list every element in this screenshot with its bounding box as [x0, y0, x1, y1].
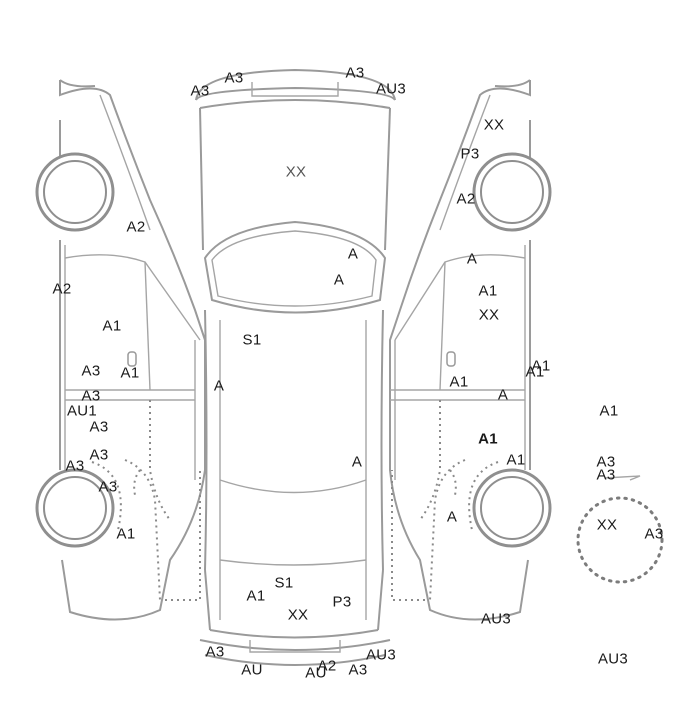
damage-code-left-au1: AU1	[66, 402, 98, 420]
damage-code-roof-xx: XX	[285, 163, 307, 181]
damage-code-body-a-left: A	[213, 377, 225, 395]
damage-code-left-a3-4: A3	[89, 446, 109, 464]
damage-code-left-a3-2: A3	[81, 387, 101, 405]
damage-code-bottom-a3-2: A3	[348, 661, 368, 679]
damage-code-right-a1-low: A1	[506, 451, 526, 469]
damage-code-right-xx-door: XX	[478, 306, 500, 324]
damage-code-bottom-au-2: AU	[305, 664, 327, 682]
damage-code-right-a-mid: A	[497, 386, 509, 404]
damage-code-windshield-a-2: A	[333, 271, 345, 289]
damage-code-bottom-a2: A2	[317, 657, 337, 675]
right-side-view	[389, 79, 552, 621]
damage-code-spare-xx: XX	[596, 516, 618, 534]
damage-code-bottom-au3: AU3	[365, 646, 397, 664]
damage-code-left-a1-low: A1	[116, 525, 136, 543]
left-side-view	[35, 79, 206, 621]
damage-code-right-p3: P3	[460, 145, 480, 163]
damage-code-right-a1-handle: A1	[531, 357, 551, 375]
spare-tire	[576, 475, 664, 584]
damage-code-top-au3: AU3	[375, 80, 407, 98]
damage-code-spare-a3-1: A3	[596, 453, 616, 471]
damage-code-right-au3-low: AU3	[480, 610, 512, 628]
damage-code-left-a3-1: A3	[81, 362, 101, 380]
damage-code-rear-p3: P3	[332, 593, 352, 611]
damage-code-bottom-a3-1: A3	[205, 643, 225, 661]
damage-code-left-a3-3: A3	[89, 418, 109, 436]
damage-code-right-xx-top: XX	[483, 116, 505, 134]
damage-code-right-a-wheel: A	[446, 508, 458, 526]
damage-code-right-a1-mid: A1	[449, 373, 469, 391]
damage-code-top-a3-1: A3	[190, 82, 210, 100]
damage-code-rear-a1: A1	[246, 587, 266, 605]
damage-code-spare-au3: AU3	[597, 650, 629, 668]
damage-code-left-a1-door: A1	[102, 317, 122, 335]
damage-code-left-a2-door: A2	[52, 280, 72, 298]
damage-code-left-a3-5: A3	[65, 457, 85, 475]
damage-code-right-a1-door: A1	[478, 282, 498, 300]
damage-code-right-a2: A2	[456, 190, 476, 208]
damage-code-bottom-au: AU	[241, 661, 263, 679]
damage-code-top-a3-3: A3	[345, 64, 365, 82]
damage-code-left-a2-top: A2	[126, 218, 146, 236]
damage-code-spare-a3-3: A3	[644, 525, 664, 543]
damage-code-rear-s1: S1	[274, 574, 294, 592]
damage-code-right-a-top: A	[466, 250, 478, 268]
top-view	[195, 68, 396, 666]
damage-code-front-s1: S1	[242, 331, 262, 349]
damage-code-left-a1-handle: A1	[120, 364, 140, 382]
damage-code-right-a1-handle-2: A1	[525, 363, 545, 381]
damage-code-spare-a1: A1	[599, 402, 619, 420]
damage-code-top-a3-2: A3	[224, 69, 244, 87]
damage-code-right-a1-bold: A1	[478, 430, 498, 448]
damage-code-spare-a3-2: A3	[596, 466, 616, 484]
damage-code-rear-xx: XX	[287, 606, 309, 624]
damage-code-windshield-a-1: A	[347, 245, 359, 263]
damage-code-left-a3-6: A3	[98, 478, 118, 496]
damage-code-body-a-right: A	[351, 453, 363, 471]
